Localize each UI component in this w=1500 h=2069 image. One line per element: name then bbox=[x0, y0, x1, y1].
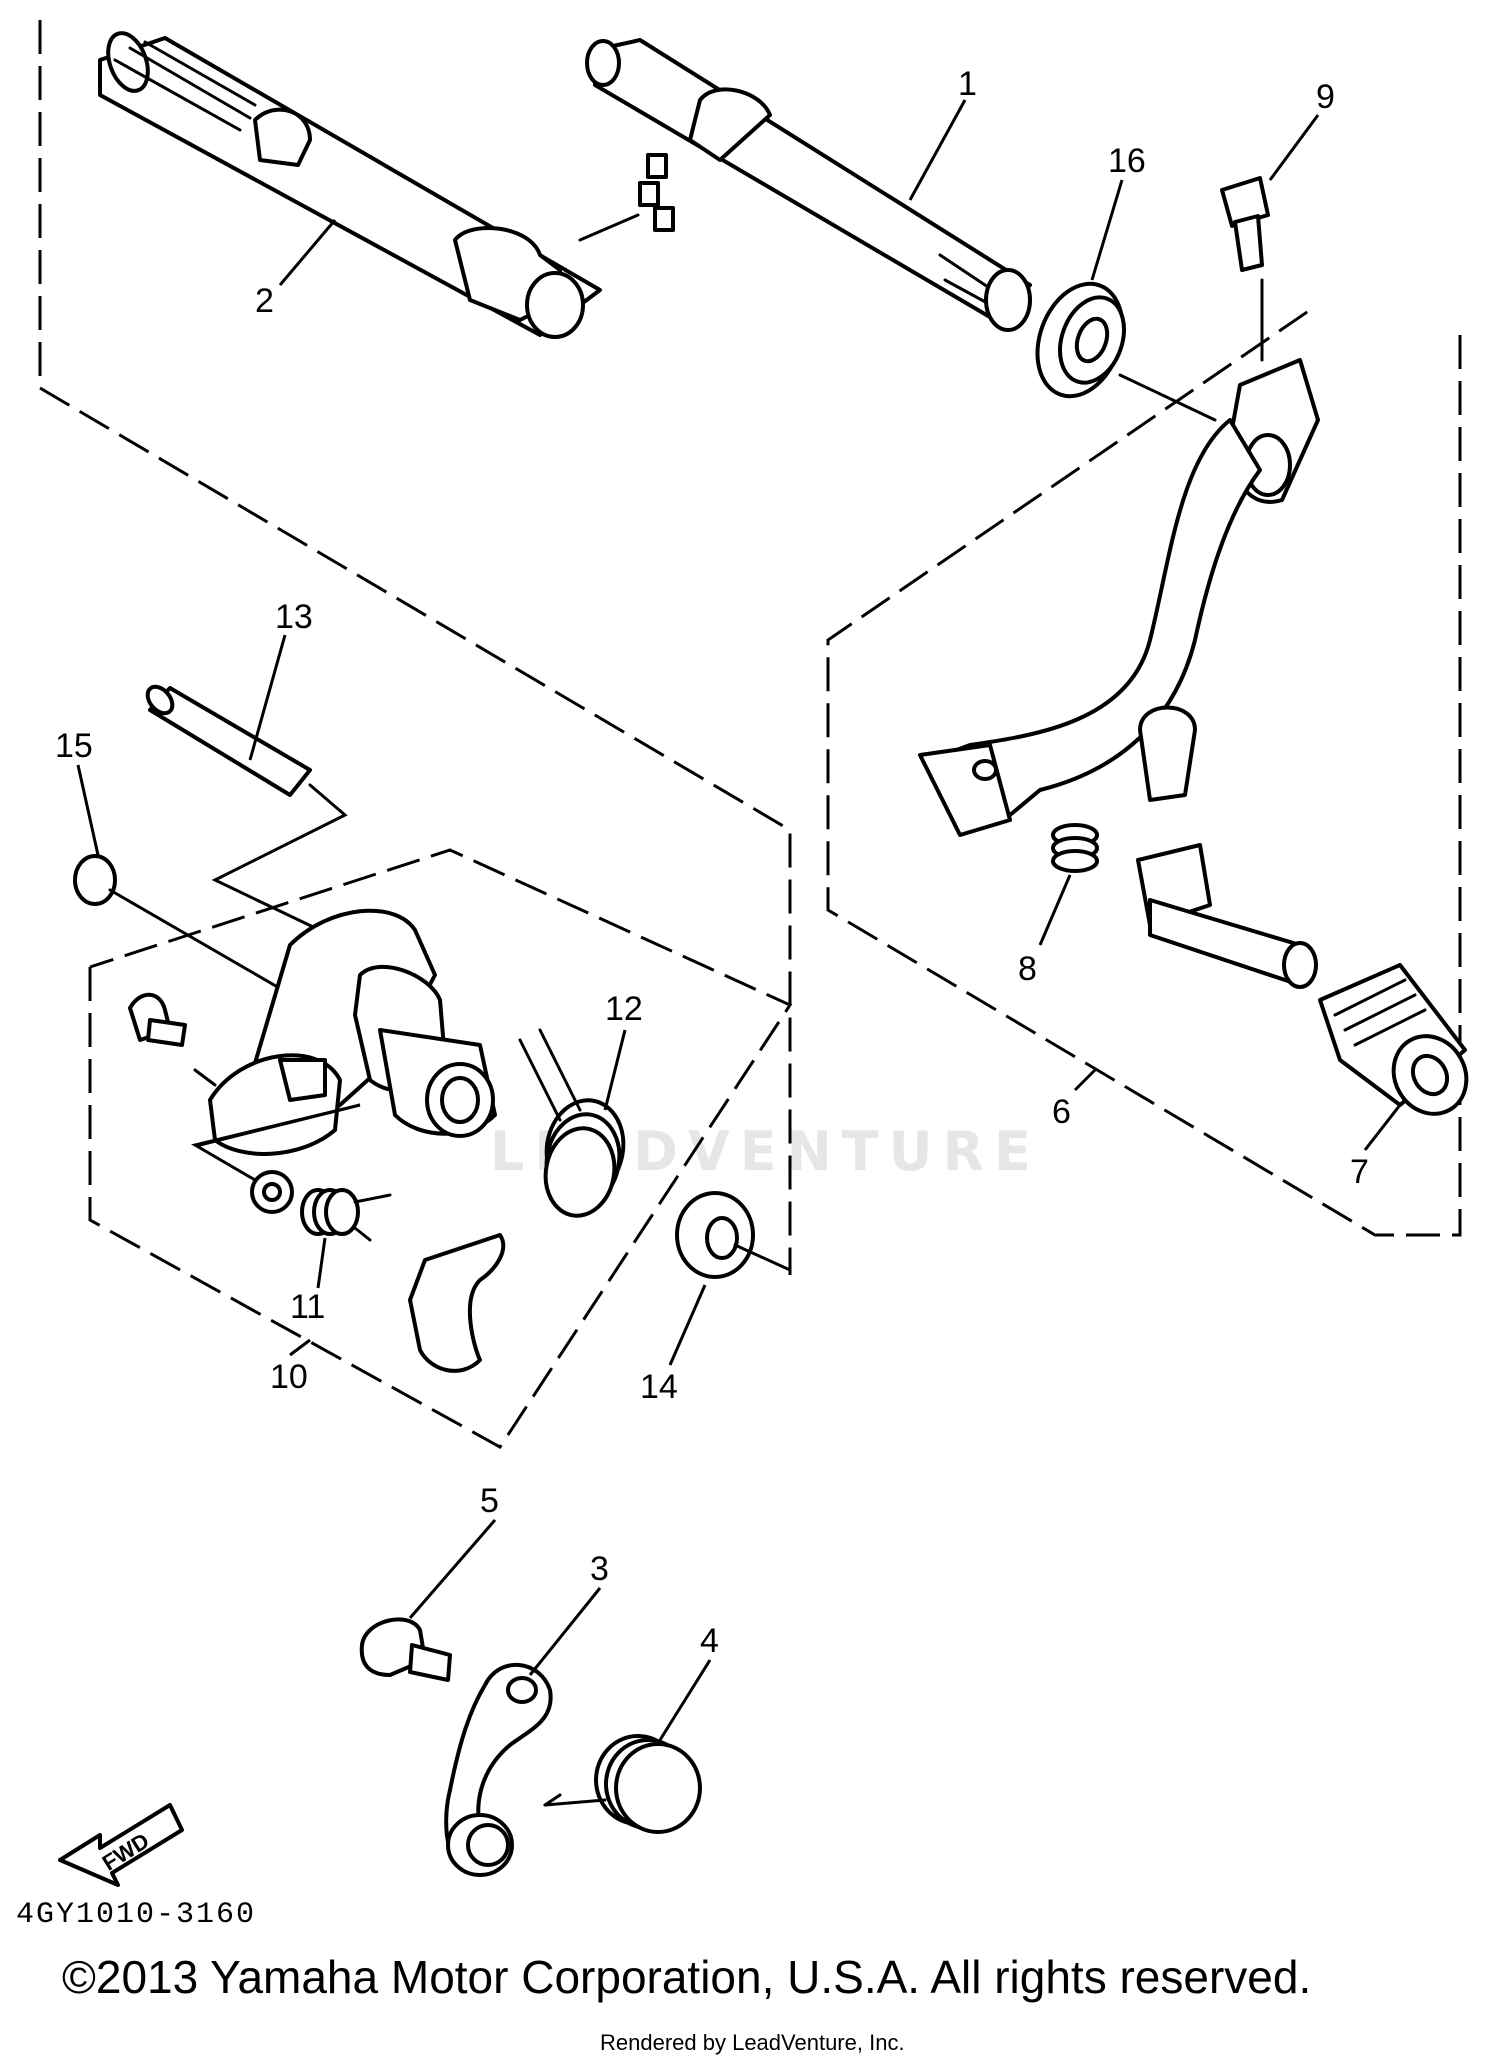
assembly-line-14 bbox=[733, 1243, 792, 1272]
leader-5 bbox=[408, 1519, 497, 1619]
leader-12 bbox=[603, 1029, 627, 1111]
part-16-bearing[interactable] bbox=[1023, 272, 1138, 408]
fwd-arrow-icon: FWD bbox=[58, 1803, 184, 1887]
callout-13: 13 bbox=[275, 598, 313, 636]
group-outline-shaft bbox=[38, 20, 792, 1275]
leader-16 bbox=[1090, 179, 1124, 281]
callout-11: 11 bbox=[290, 1288, 325, 1326]
rendered-by-text: Rendered by LeadVenture, Inc. bbox=[600, 2030, 905, 2055]
assembly-line-10b bbox=[191, 1103, 361, 1182]
leader-9 bbox=[1268, 114, 1320, 181]
part-12-torsion-spring[interactable] bbox=[518, 1028, 631, 1221]
assembly-line-10 bbox=[193, 1068, 217, 1087]
leader-10 bbox=[289, 1338, 311, 1357]
callout-6: 6 bbox=[1052, 1093, 1071, 1131]
part-shift-arm-bolt[interactable] bbox=[128, 992, 187, 1047]
callout-2: 2 bbox=[255, 282, 274, 320]
part-3-lever[interactable] bbox=[444, 1662, 553, 1877]
part-6-shift-pedal[interactable] bbox=[918, 358, 1320, 837]
callout-12: 12 bbox=[605, 990, 643, 1028]
part-2-shaft[interactable] bbox=[98, 28, 602, 339]
leader-11 bbox=[316, 1237, 327, 1289]
leader-15 bbox=[76, 764, 100, 856]
leader-14 bbox=[668, 1284, 707, 1366]
leader-1 bbox=[908, 99, 967, 201]
part-13-pin[interactable] bbox=[143, 682, 312, 797]
callout-9: 9 bbox=[1316, 78, 1335, 116]
part-washer-small[interactable] bbox=[250, 1170, 294, 1214]
group-outline-pedal bbox=[826, 308, 1462, 1237]
leader-7 bbox=[1363, 1104, 1402, 1151]
part-10-shift-arm[interactable] bbox=[208, 908, 497, 1156]
assembly-line-13 bbox=[211, 783, 348, 937]
part-pivot-pin[interactable] bbox=[1138, 705, 1197, 802]
callout-15: 15 bbox=[55, 727, 93, 765]
leader-8 bbox=[1038, 874, 1072, 946]
part-11-spring[interactable] bbox=[300, 1188, 392, 1242]
callout-1: 1 bbox=[958, 65, 977, 103]
callout-14: 14 bbox=[640, 1368, 678, 1406]
part-8-spring[interactable] bbox=[1051, 823, 1099, 873]
callout-5: 5 bbox=[480, 1482, 499, 1520]
copyright-text: ©2013 Yamaha Motor Corporation, U.S.A. A… bbox=[62, 1951, 1312, 2003]
assembly-line-15 bbox=[108, 888, 302, 1002]
group-outline-segment bbox=[88, 848, 793, 1449]
part-pedal-tip[interactable] bbox=[1136, 843, 1318, 989]
leader-2 bbox=[278, 219, 337, 286]
leader-3 bbox=[528, 1587, 602, 1676]
leader-4 bbox=[658, 1659, 712, 1741]
callout-4: 4 bbox=[700, 1622, 719, 1660]
part-7-pedal-rubber[interactable] bbox=[1318, 963, 1480, 1127]
callout-16: 16 bbox=[1108, 142, 1146, 180]
assembly-line-1-2 bbox=[578, 213, 640, 242]
leader-6 bbox=[1073, 1068, 1097, 1092]
callout-7: 7 bbox=[1350, 1153, 1369, 1191]
part-9-bolt[interactable] bbox=[1220, 176, 1270, 272]
part-stopper-plate[interactable] bbox=[408, 1233, 506, 1373]
callout-8: 8 bbox=[1018, 950, 1037, 988]
leader-13 bbox=[248, 634, 287, 761]
part-5-bolt[interactable] bbox=[359, 1617, 452, 1682]
part-14-washer[interactable] bbox=[675, 1191, 755, 1279]
part-15-circlip[interactable] bbox=[73, 854, 117, 906]
callout-3: 3 bbox=[590, 1550, 609, 1588]
assembly-line-16 bbox=[1118, 373, 1217, 422]
part-1-shaft[interactable] bbox=[585, 38, 1032, 332]
callout-10: 10 bbox=[270, 1358, 308, 1396]
part-4-spring[interactable] bbox=[543, 1734, 702, 1834]
drawing-code: 4GY1010-3160 bbox=[16, 1898, 257, 1932]
